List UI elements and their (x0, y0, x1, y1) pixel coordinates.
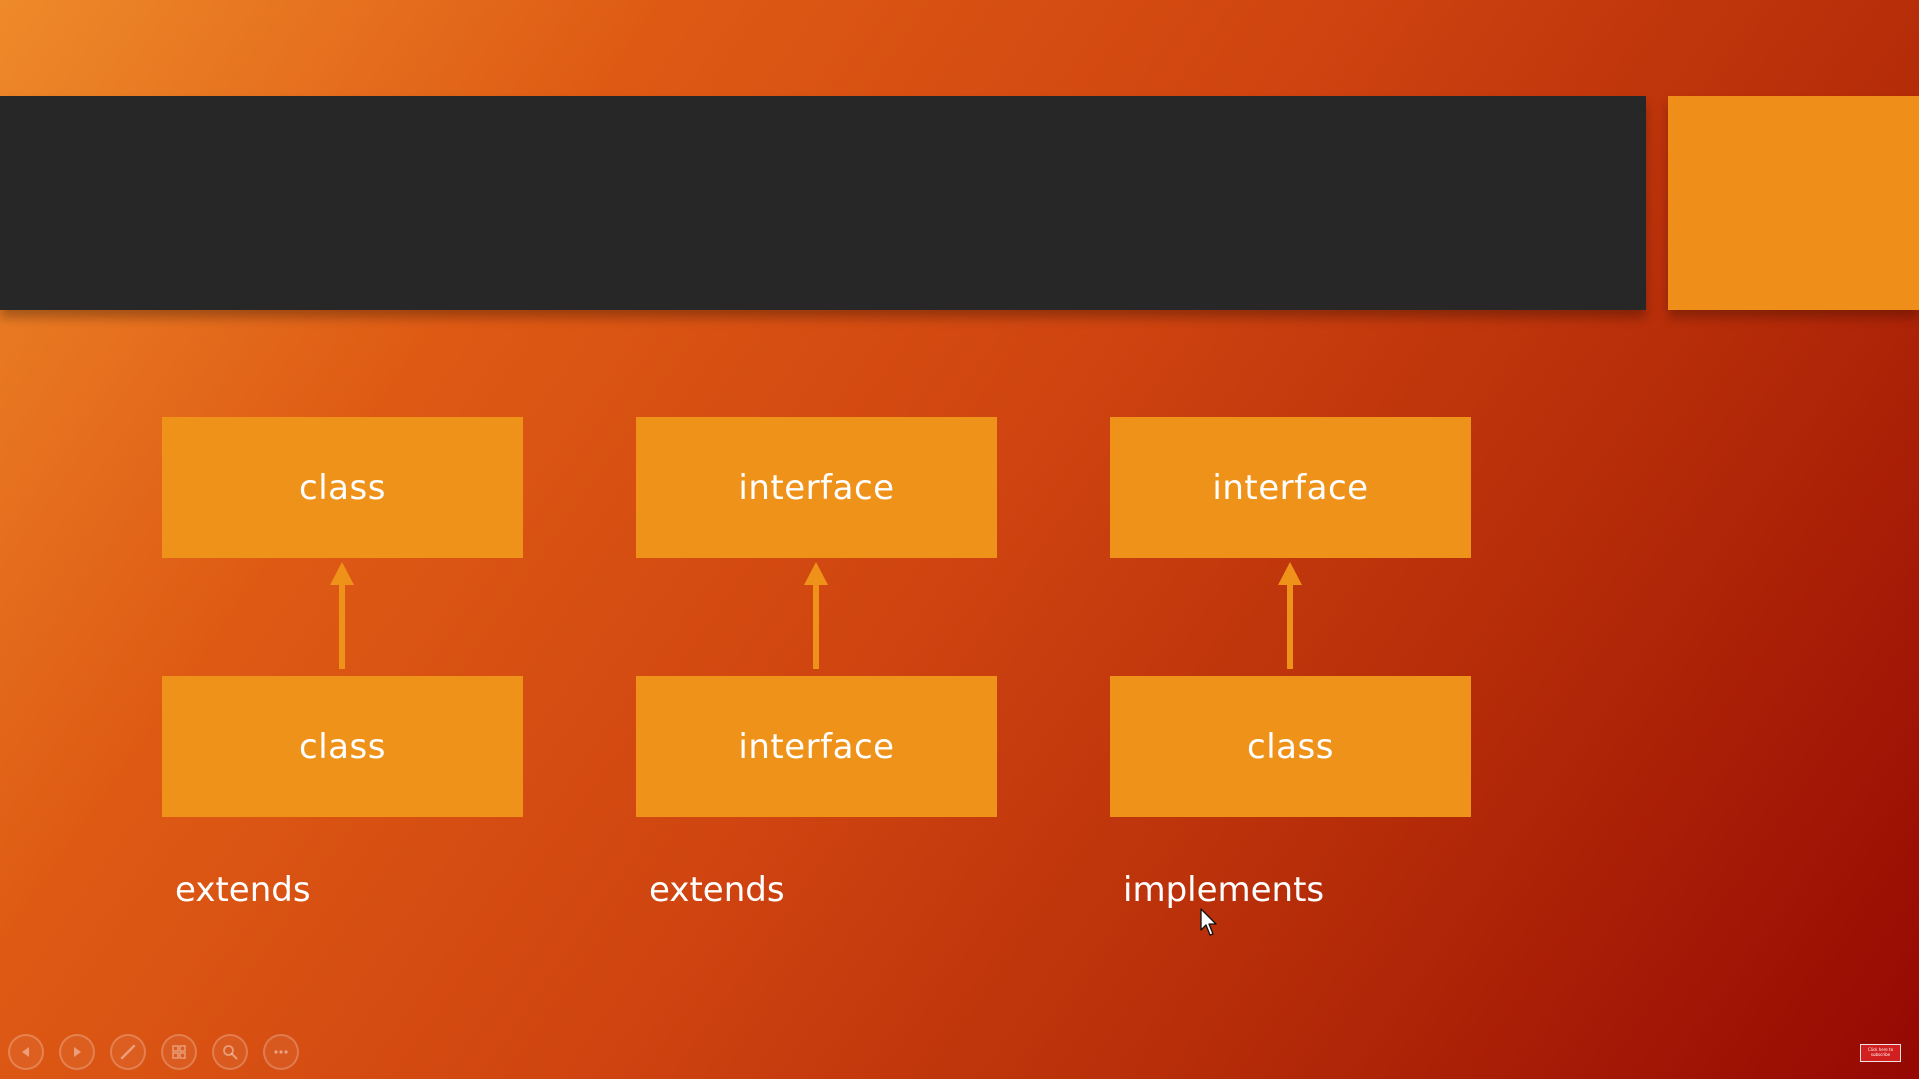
subscribe-badge-line1: Click here to (1867, 1047, 1894, 1052)
pen-tool-button[interactable] (110, 1034, 146, 1070)
diagram-2-top-box: interface (636, 417, 997, 558)
diagram-1-bottom-label: class (299, 726, 386, 767)
previous-slide-icon (22, 1047, 29, 1057)
diagram-2-arrow (804, 562, 828, 669)
subscribe-badge[interactable]: Click here to subscribe (1860, 1044, 1901, 1062)
diagram-2-bottom-box: interface (636, 676, 997, 817)
zoom-button[interactable] (212, 1034, 248, 1070)
pen-icon (120, 1044, 136, 1060)
more-options-icon (274, 1050, 288, 1054)
presentation-toolbar (8, 1034, 299, 1070)
diagram-2-top-label: interface (738, 467, 895, 508)
mouse-cursor-icon (1200, 908, 1217, 936)
diagram-3-relation-label: implements (1123, 870, 1325, 910)
more-options-button[interactable] (263, 1034, 299, 1070)
diagram-2-bottom-label: interface (738, 726, 895, 767)
diagram-1-relation-label: extends (175, 870, 311, 910)
diagram-3-bottom-label: class (1247, 726, 1334, 767)
zoom-icon (223, 1045, 238, 1060)
next-slide-icon (74, 1047, 81, 1057)
diagram-1-bottom-box: class (162, 676, 523, 817)
diagram-3-arrow (1278, 562, 1302, 669)
diagram-1-arrow (330, 562, 354, 669)
slides-grid-icon (172, 1045, 186, 1059)
diagram-3-bottom-box: class (1110, 676, 1471, 817)
diagram-3-top-box: interface (1110, 417, 1471, 558)
title-accent-block (1668, 96, 1919, 310)
diagram-3-top-label: interface (1212, 467, 1369, 508)
diagram-2-relation-label: extends (649, 870, 785, 910)
next-slide-button[interactable] (59, 1034, 95, 1070)
subscribe-badge-line2: subscribe (1870, 1052, 1891, 1057)
diagram-1-top-label: class (299, 467, 386, 508)
see-all-slides-button[interactable] (161, 1034, 197, 1070)
slide-title-band (0, 96, 1646, 310)
diagram-1-top-box: class (162, 417, 523, 558)
previous-slide-button[interactable] (8, 1034, 44, 1070)
